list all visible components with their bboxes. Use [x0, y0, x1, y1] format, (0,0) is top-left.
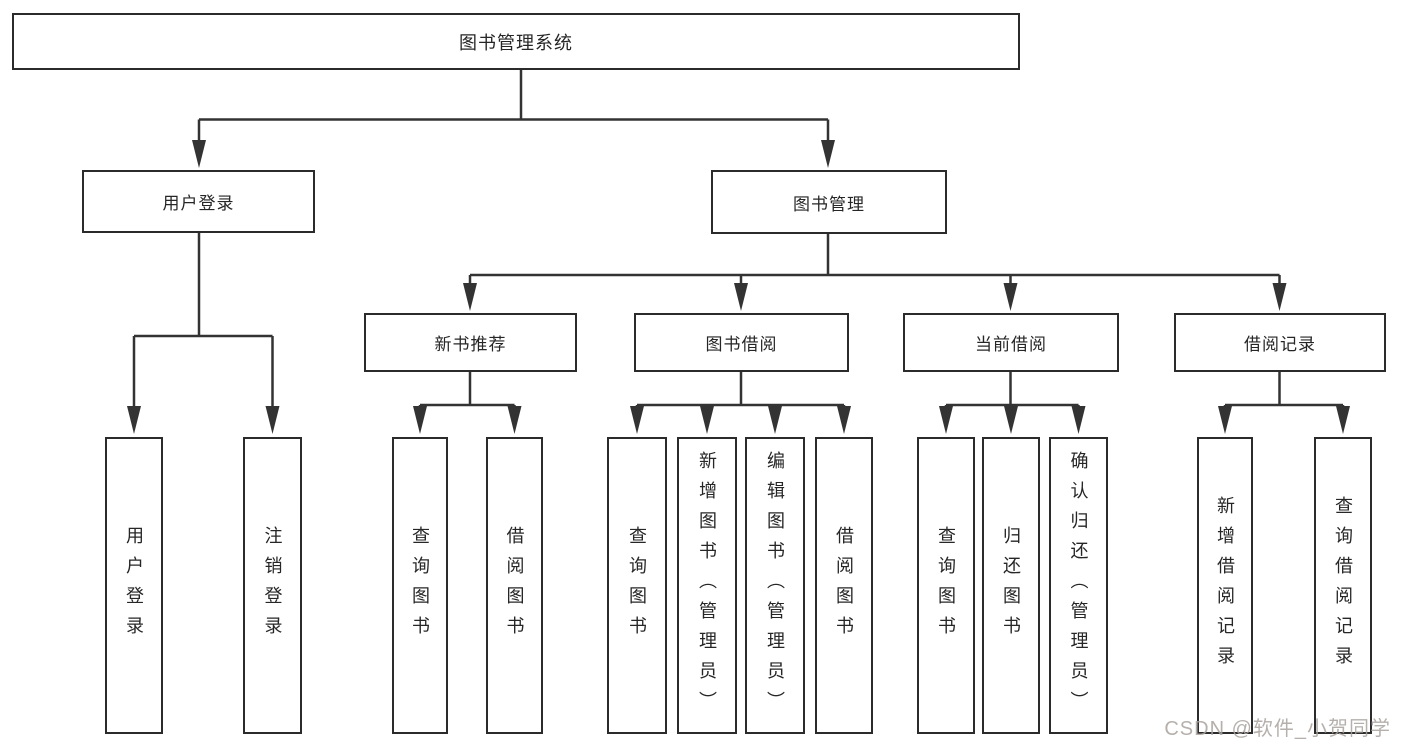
csdn-watermark: CSDN @软件_小贺同学 [1164, 718, 1391, 740]
node-current-borrow-label: 当前借阅 [975, 335, 1047, 354]
leaf-borrow-books-borrow: 借阅图书 [815, 437, 873, 734]
leaf-add-book-admin: 新增图书（管理员） [677, 437, 737, 734]
leaf-borrow-books-borrow-label: 借阅图书 [834, 525, 854, 646]
leaf-borrow-books-recommend: 借阅图书 [486, 437, 543, 734]
leaf-query-books-current: 查询图书 [917, 437, 975, 734]
leaf-borrow-books-recommend-label: 借阅图书 [504, 525, 525, 646]
leaf-confirm-return-admin: 确认归还（管理员） [1049, 437, 1108, 734]
node-book-management: 图书管理 [711, 170, 947, 234]
leaf-query-borrow-record: 查询借阅记录 [1314, 437, 1372, 734]
leaf-return-books: 归还图书 [982, 437, 1040, 734]
node-new-book-recommend-label: 新书推荐 [434, 335, 507, 354]
leaf-confirm-return-admin-label: 确认归还（管理员） [1068, 450, 1089, 721]
leaf-return-books-label: 归还图书 [1001, 525, 1021, 646]
node-root-label: 图书管理系统 [459, 32, 573, 53]
leaf-query-books-recommend-label: 查询图书 [410, 525, 430, 646]
leaf-logout: 注销登录 [243, 437, 302, 734]
node-book-borrow-label: 图书借阅 [705, 335, 778, 354]
leaf-add-book-admin-label: 新增图书（管理员） [697, 450, 717, 721]
leaf-add-borrow-record-label: 新增借阅记录 [1215, 495, 1235, 676]
leaf-user-login-label: 用户登录 [124, 525, 144, 646]
node-user-login-label: 用户登录 [162, 194, 235, 213]
leaf-logout-label: 注销登录 [262, 525, 283, 646]
node-book-borrow: 图书借阅 [634, 313, 849, 372]
leaf-edit-book-admin-label: 编辑图书（管理员） [765, 450, 785, 721]
leaf-query-books-borrow-label: 查询图书 [627, 525, 647, 646]
leaf-query-borrow-record-label: 查询借阅记录 [1333, 495, 1353, 676]
leaf-user-login: 用户登录 [105, 437, 163, 734]
node-user-login: 用户登录 [82, 170, 315, 233]
node-current-borrow: 当前借阅 [903, 313, 1119, 372]
node-book-management-label: 图书管理 [793, 194, 865, 214]
node-borrow-records-label: 借阅记录 [1244, 335, 1316, 354]
node-root: 图书管理系统 [12, 13, 1020, 70]
leaf-edit-book-admin: 编辑图书（管理员） [745, 437, 805, 734]
leaf-query-books-current-label: 查询图书 [936, 525, 956, 646]
leaf-query-books-borrow: 查询图书 [607, 437, 667, 734]
node-new-book-recommend: 新书推荐 [364, 313, 577, 372]
node-borrow-records: 借阅记录 [1174, 313, 1386, 372]
leaf-add-borrow-record: 新增借阅记录 [1197, 437, 1253, 734]
leaf-query-books-recommend: 查询图书 [392, 437, 448, 734]
